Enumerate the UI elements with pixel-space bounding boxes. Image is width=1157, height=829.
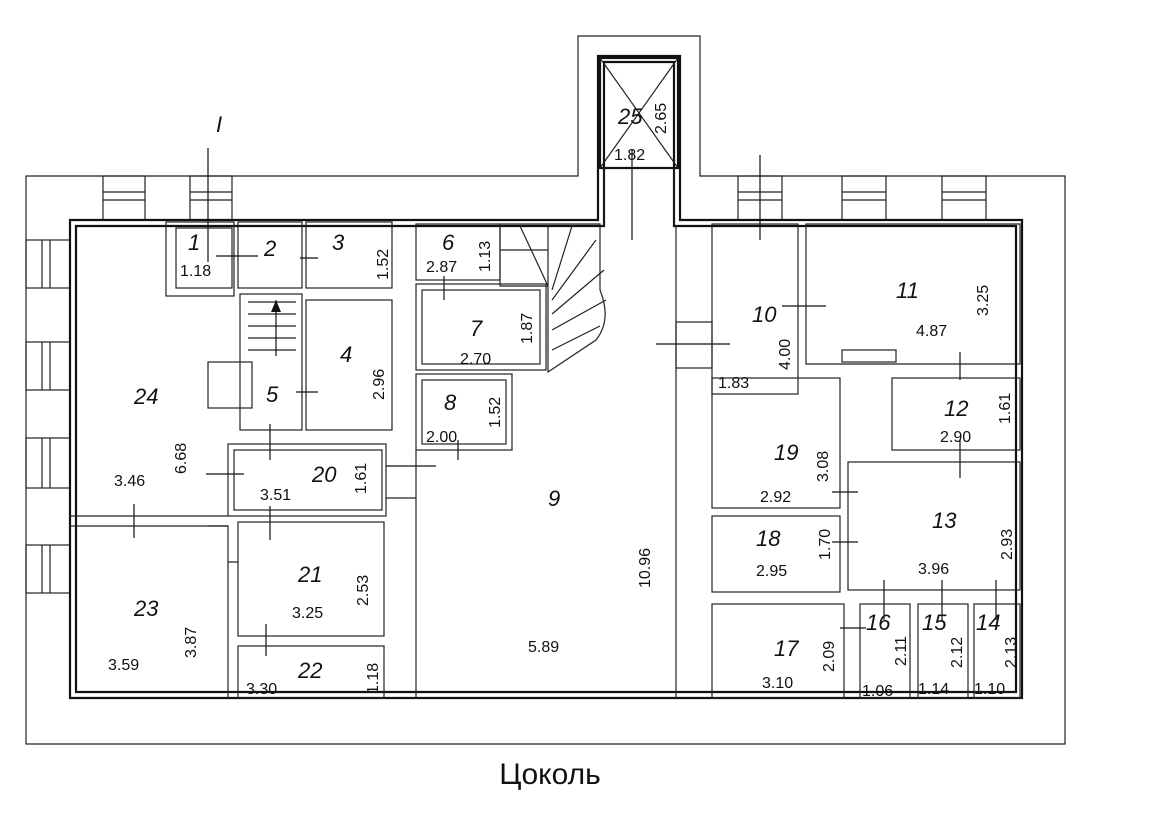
room-dimension: 1.52 [375, 249, 392, 280]
room-number: 4 [340, 342, 352, 367]
room-number: 14 [976, 610, 1000, 635]
room-dimension: 2.53 [355, 575, 372, 606]
room-dimension: 2.09 [821, 641, 838, 672]
room-dimension: 3.25 [975, 285, 992, 316]
room-number: 18 [756, 526, 781, 551]
room-dimension: 2.87 [426, 259, 457, 276]
room-number: 7 [470, 316, 483, 341]
room-number: 1 [188, 230, 200, 255]
room-dimension: 2.13 [1003, 637, 1020, 668]
room-dimension: 3.46 [114, 473, 145, 490]
room-number: 15 [922, 610, 947, 635]
room-dimension: 3.87 [183, 627, 200, 658]
room-number: 16 [866, 610, 891, 635]
room-dimension: 2.95 [756, 563, 787, 580]
room-dimension: 1.87 [519, 313, 536, 344]
room-number: 22 [297, 658, 322, 683]
room-dimension: 4.87 [916, 323, 947, 340]
room-dimension: 1.70 [817, 529, 834, 560]
room-number: 25 [617, 104, 643, 129]
room-dimension: 3.08 [815, 451, 832, 482]
room-dimension: 1.61 [353, 463, 370, 494]
room-dimension: 2.00 [426, 429, 457, 446]
main-walls [68, 54, 1024, 700]
room-number: 17 [774, 636, 799, 661]
floor-caption: Цоколь [499, 758, 601, 791]
room-dimension: 2.93 [999, 529, 1016, 560]
room-dimension: 4.00 [777, 339, 794, 370]
room-dimension: 1.18 [180, 263, 211, 280]
room-dimension: 2.90 [940, 429, 971, 446]
room-number: 20 [311, 462, 337, 487]
room-number: 23 [133, 596, 159, 621]
room-dimension: 1.61 [997, 393, 1014, 424]
room-number: 19 [774, 440, 798, 465]
room-labels: 1 1.18 2 3 1.52 4 2.96 5 6 2.87 1.13 7 1… [108, 103, 1020, 700]
room-dimension: 1.10 [974, 681, 1005, 698]
room-dimension: 1.14 [918, 681, 949, 698]
room-dimension: 10.96 [637, 548, 654, 588]
partitions [70, 148, 1021, 699]
room-number: 21 [297, 562, 322, 587]
room-dimension: 3.30 [246, 681, 277, 698]
room-dimension: 2.12 [949, 637, 966, 668]
room-number: 13 [932, 508, 957, 533]
room-dimension: 2.70 [460, 351, 491, 368]
room-dimension: 3.59 [108, 657, 139, 674]
room-dimension: 1.52 [487, 397, 504, 428]
room-number: 2 [263, 236, 276, 261]
room-dimension: 2.65 [653, 103, 670, 134]
room-number: 10 [752, 302, 777, 327]
section-mark: I [216, 112, 222, 137]
room-dimension: 3.25 [292, 605, 323, 622]
room-number: 9 [548, 486, 560, 511]
room-dimension: 6.68 [173, 443, 190, 474]
room-number: 3 [332, 230, 345, 255]
room-dimension: 2.11 [893, 636, 910, 666]
room-dimension: 1.82 [614, 147, 645, 164]
room-number: 8 [444, 390, 457, 415]
room-dimension: 5.89 [528, 639, 559, 656]
room-number: 6 [442, 230, 455, 255]
room-dimension: 1.13 [477, 241, 494, 272]
room-dimension: 1.83 [718, 375, 749, 392]
room-dimension: 2.92 [760, 489, 791, 506]
room-dimension: 1.18 [365, 663, 382, 694]
room-number: 24 [133, 384, 158, 409]
room-number: 11 [896, 278, 919, 303]
outer-outline [25, 35, 1066, 745]
room-dimension: 3.96 [918, 561, 949, 578]
room-dimension: 2.96 [371, 369, 388, 400]
room-number: 12 [944, 396, 968, 421]
room-dimension: 1.06 [862, 683, 893, 700]
room-dimension: 3.51 [260, 487, 291, 504]
room-dimension: 3.10 [762, 675, 793, 692]
room-number: 5 [266, 382, 279, 407]
